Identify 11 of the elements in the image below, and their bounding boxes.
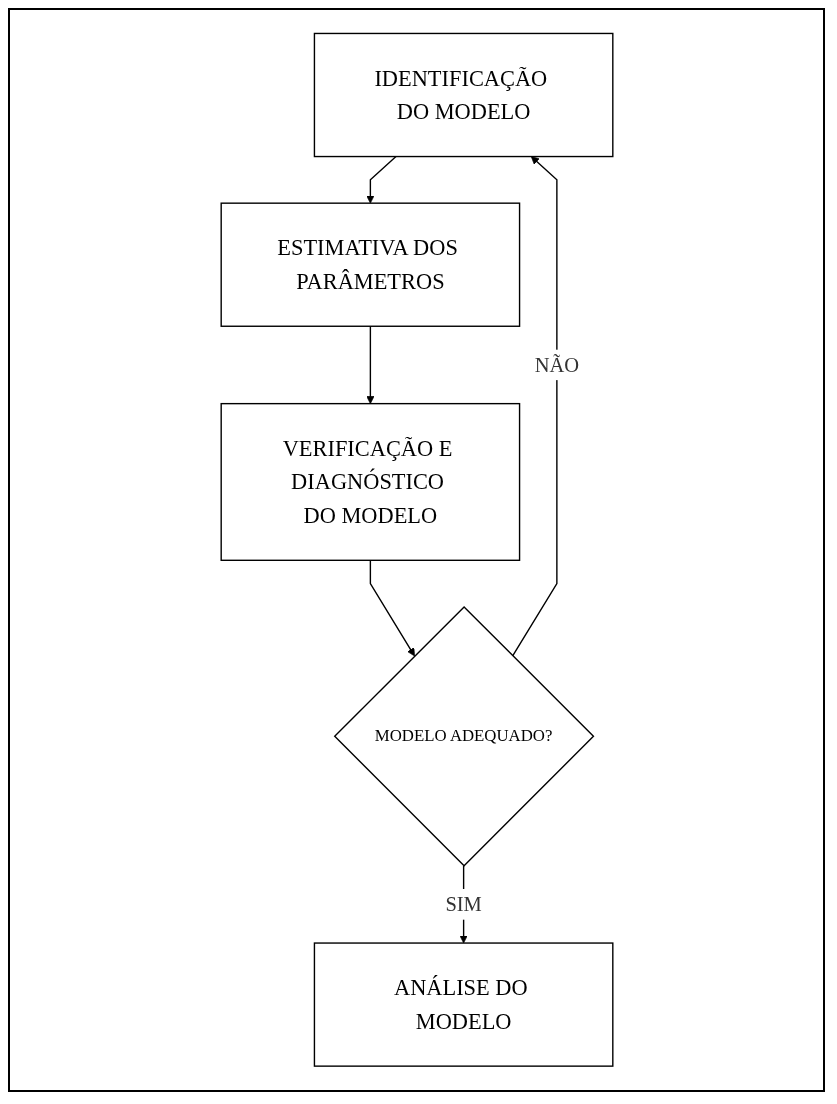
node-box: ANÁLISE DO MODELO (313, 942, 613, 1068)
node-box: ESTIMATIVA DOS PARÂMETROS (220, 202, 520, 328)
edge-label: NÃO (534, 353, 579, 377)
arrow (369, 559, 415, 657)
arrow (365, 325, 374, 405)
edge-label: SIM (444, 892, 482, 917)
arrow (365, 156, 397, 204)
arrow (511, 156, 558, 657)
node-box: IDENTIFICAÇÃO DO MODELO (313, 32, 613, 158)
node-box: VERIFICAÇÃO E DIAGNÓSTICO DO MODELO (220, 403, 520, 562)
node-diamond: MODELO ADEQUADO? (333, 606, 594, 867)
